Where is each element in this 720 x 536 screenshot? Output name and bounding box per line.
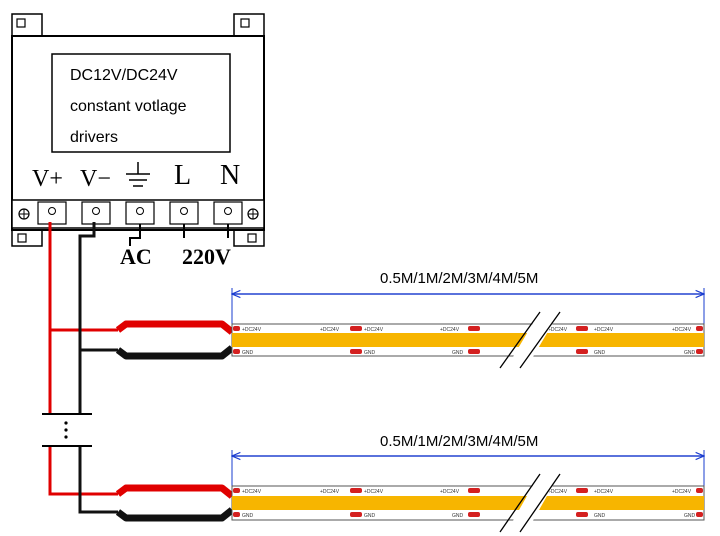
strip-2-body [232, 496, 704, 510]
terminal-label-vplus: V+ [32, 166, 63, 192]
strip-2-lead-positive [115, 484, 235, 499]
strip-1-pad-label: +DC24V [242, 327, 262, 333]
svg-text:GND: GND [364, 513, 376, 519]
strip-1-body [232, 333, 704, 347]
svg-text:GND: GND [364, 350, 376, 356]
screw-icon-right [247, 208, 259, 220]
terminal-label-l: L [174, 160, 191, 191]
wire-break-marks [42, 413, 92, 447]
led-strip-1: 0.5M/1M/2M/3M/4M/5M +DC24V GND +DC24V +D… [115, 270, 704, 369]
strip-1-lead-negative [115, 345, 235, 360]
svg-text:GND: GND [594, 350, 606, 356]
strip-1-length-label: 0.5M/1M/2M/3M/4M/5M [380, 270, 538, 287]
ac-input-wires [129, 224, 229, 246]
svg-text:GND: GND [242, 350, 254, 356]
screw-icon-left [18, 208, 30, 220]
svg-text:+DC24V: +DC24V [364, 327, 384, 333]
driver-label-line3: drivers [70, 129, 118, 146]
strip-2-break [499, 473, 561, 533]
strip-1-lead-positive [115, 320, 235, 335]
driver-unit: DC12V/DC24V constant votlage drivers V+ … [11, 13, 265, 247]
negative-wire [78, 222, 118, 514]
svg-text:GND: GND [452, 350, 464, 356]
svg-text:+DC24V: +DC24V [594, 489, 614, 495]
svg-text:+DC24V: +DC24V [548, 327, 568, 333]
voltage-label: 220V [182, 244, 231, 269]
svg-text:GND: GND [684, 513, 696, 519]
terminal-vminus [81, 201, 111, 225]
svg-text:+DC24V: +DC24V [672, 327, 692, 333]
svg-text:+DC24V: +DC24V [364, 489, 384, 495]
led-strip-2: 0.5M/1M/2M/3M/4M/5M +DC24V GND +DC24V +D… [115, 433, 704, 533]
svg-text:+DC24V: +DC24V [548, 489, 568, 495]
svg-text:+DC24V: +DC24V [320, 489, 340, 495]
strip-2-lead-negative [115, 507, 235, 522]
strip-2-length-label: 0.5M/1M/2M/3M/4M/5M [380, 433, 538, 450]
continuation-dots [64, 421, 68, 439]
strip-1-break [499, 311, 561, 369]
driver-label-line2: constant votlage [70, 98, 187, 115]
svg-text:+DC24V: +DC24V [672, 489, 692, 495]
ground-icon [126, 162, 150, 187]
strip-2-pad-label: +DC24V [242, 489, 262, 495]
ac-label: AC [120, 244, 152, 269]
terminal-l [169, 201, 199, 225]
svg-text:+DC24V: +DC24V [594, 327, 614, 333]
terminal-n [213, 201, 243, 225]
positive-wire [48, 222, 118, 496]
terminal-label-n: N [220, 160, 240, 191]
terminal-ground [125, 201, 155, 225]
driver-label-line1: DC12V/DC24V [70, 67, 178, 84]
svg-text:GND: GND [452, 513, 464, 519]
svg-text:+DC24V: +DC24V [440, 489, 460, 495]
svg-text:GND: GND [594, 513, 606, 519]
svg-text:GND: GND [242, 513, 254, 519]
svg-text:GND: GND [684, 350, 696, 356]
svg-text:+DC24V: +DC24V [440, 327, 460, 333]
terminal-vplus [37, 201, 67, 225]
terminal-label-vminus: V− [80, 166, 111, 192]
driver-label-panel [51, 53, 231, 153]
svg-text:+DC24V: +DC24V [320, 327, 340, 333]
